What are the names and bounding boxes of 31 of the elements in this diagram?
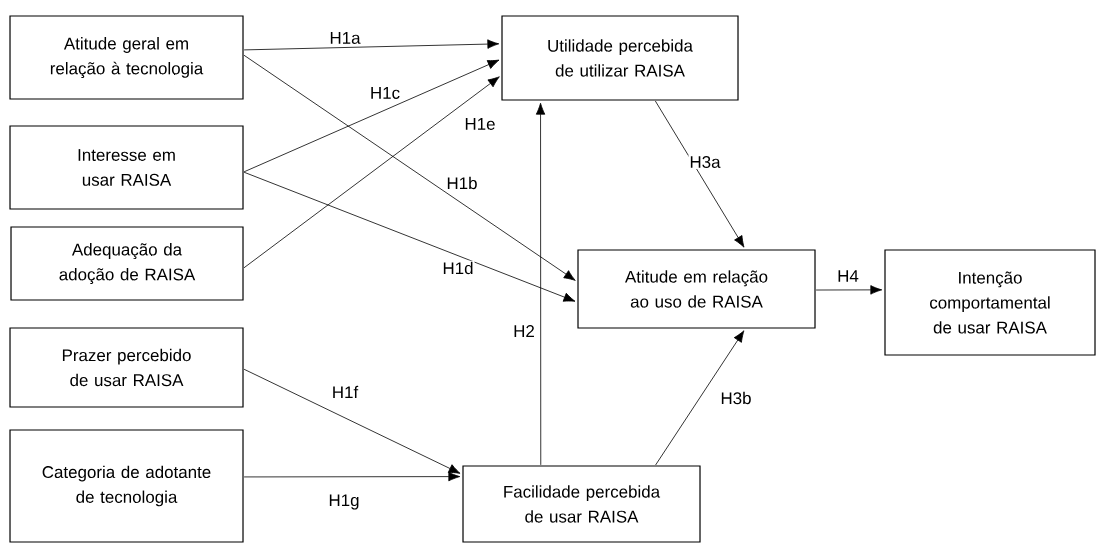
edge-label: H1a (328, 31, 362, 45)
box: Facilidade percebida de usar RAISA (462, 465, 701, 543)
arrow (815, 285, 883, 295)
arrow (243, 171, 576, 302)
arrow (654, 100, 745, 248)
edge-label: H1d (441, 260, 475, 276)
edge-label: H1b (445, 175, 479, 191)
box: Adequação da adoção de RAISA (10, 226, 244, 301)
arrow (243, 471, 461, 482)
box: Atitude geral em relação à tecnologia (9, 15, 244, 100)
edge-label: H1f (330, 384, 360, 400)
box: Interesse em usar RAISA (9, 125, 244, 210)
edge-label: H4 (836, 269, 860, 283)
arrow (655, 330, 745, 466)
edge-label: H3a (688, 155, 722, 169)
arrow (243, 76, 500, 269)
edge-label: H2 (512, 324, 536, 338)
edge-label: H1c (368, 86, 402, 100)
edge-label: H3b (719, 390, 753, 406)
arrow (243, 54, 576, 281)
box: Prazer percebido de usar RAISA (9, 327, 244, 408)
arrow (243, 39, 500, 51)
arrow (243, 59, 500, 173)
arrow (535, 102, 546, 466)
edge-label: H1g (327, 493, 361, 511)
box: Intenção comportamental de usar RAISA (884, 249, 1096, 356)
edge-label: H1e (463, 117, 497, 131)
box: Utilidade percebida de utilizar RAISA (501, 15, 739, 101)
box: Atitude em relação ao uso de RAISA (577, 249, 816, 329)
arrow (243, 368, 461, 474)
box: Categoria de adotante de tecnologia (9, 429, 244, 543)
